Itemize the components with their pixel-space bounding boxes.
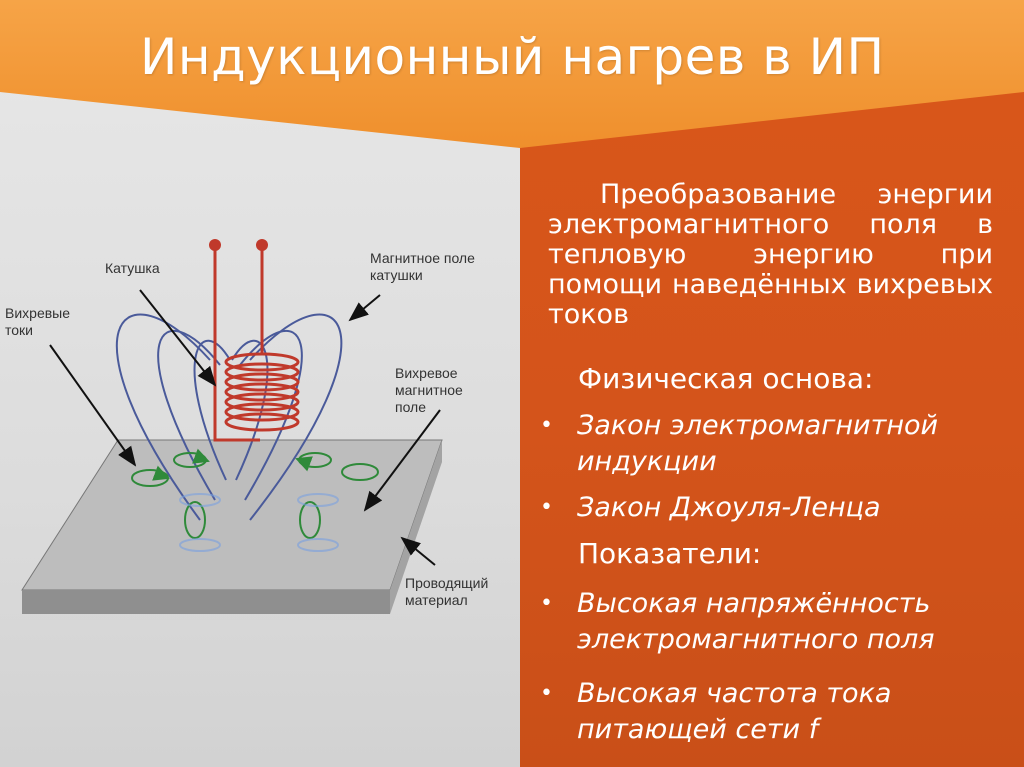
coil — [213, 250, 300, 442]
induction-diagram — [21, 239, 443, 614]
indicators-heading: Показатели: — [578, 537, 762, 570]
list-item: • Высокая напряжённость электромагнитног… — [540, 586, 980, 658]
label-conductor: Проводящий материал — [405, 575, 489, 608]
list-item-text: Высокая частота тока питающей сети f — [577, 678, 892, 745]
bullet-icon: • — [540, 681, 553, 706]
label-coil: Катушка — [105, 260, 160, 276]
terminal-left — [209, 239, 221, 251]
list-item-text: Закон электромагнитной индукции — [577, 410, 939, 477]
physical-basis-heading: Физическая основа: — [578, 362, 874, 395]
bullet-icon: • — [540, 413, 553, 438]
coil-field-lines — [115, 313, 343, 521]
conductor-plate — [21, 439, 443, 614]
bullet-icon: • — [540, 495, 553, 520]
label-eddy-currents: Вихревые токи — [5, 305, 71, 338]
terminal-right — [256, 239, 268, 251]
list-item: • Закон Джоуля-Ленца — [540, 490, 980, 526]
intro-paragraph: Преобразование энергии электромагнитного… — [548, 179, 993, 330]
text-panel — [520, 90, 1024, 767]
page-title: Индукционный нагрев в ИП — [140, 28, 885, 86]
bullet-icon: • — [540, 591, 553, 616]
eddy-currents — [131, 448, 379, 539]
pointer-arrows — [49, 289, 441, 566]
list-item-text: Высокая напряжённость электромагнитного … — [577, 588, 935, 655]
title-banner — [0, 0, 1024, 148]
list-item: • Закон электромагнитной индукции — [540, 408, 980, 480]
list-item: • Высокая частота тока питающей сети f — [540, 676, 980, 748]
eddy-field-glow — [179, 493, 339, 552]
list-item-text: Закон Джоуля-Ленца — [577, 492, 881, 523]
label-coil-field: Магнитное поле катушки — [370, 250, 475, 283]
label-eddy-field: Вихревое магнитное поле — [395, 365, 463, 415]
